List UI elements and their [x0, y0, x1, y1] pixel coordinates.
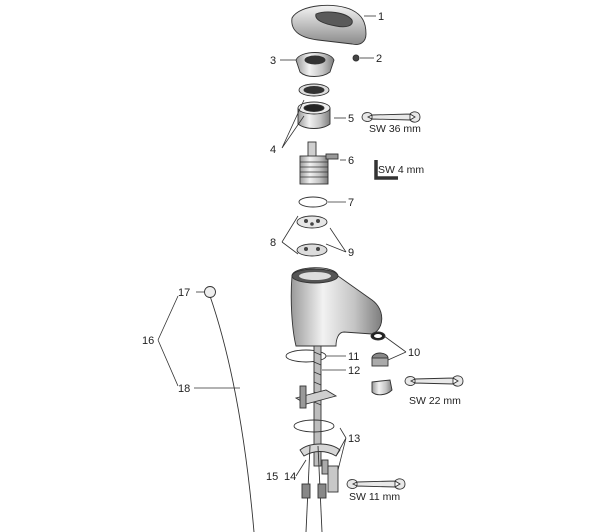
callout-15: 15 — [266, 471, 278, 483]
part-faucet-body — [290, 267, 383, 347]
part-seal-disc-upper — [296, 215, 328, 229]
part-threaded-rod — [313, 345, 322, 467]
part-locking-ring — [298, 83, 330, 97]
part-popup-rod — [204, 286, 255, 532]
part-aerator-insert — [371, 352, 389, 367]
callout-5: 5 — [348, 113, 354, 125]
callout-4: 4 — [270, 144, 276, 156]
wrench-icon — [346, 478, 406, 490]
tool-label-sw4: SW 4 mm — [378, 164, 424, 176]
part-aerator-seal — [370, 331, 386, 341]
callout-12: 12 — [348, 365, 360, 377]
callout-10: 10 — [408, 347, 420, 359]
part-lever-handle — [291, 4, 367, 45]
tool-label-sw11: SW 11 mm — [349, 491, 400, 503]
part-supply-hoses — [301, 445, 327, 532]
callout-6: 6 — [348, 155, 354, 167]
part-seal-disc-lower — [296, 243, 328, 257]
callout-7: 7 — [348, 197, 354, 209]
part-fixing-nut — [327, 465, 339, 493]
part-cap — [295, 52, 335, 77]
callout-2: 2 — [376, 53, 382, 65]
callout-16: 16 — [142, 335, 154, 347]
hex-key-icon — [374, 160, 398, 180]
callout-1: 1 — [378, 11, 384, 23]
callout-8: 8 — [270, 237, 276, 249]
part-clip-ring — [298, 196, 328, 208]
wrench-icon — [404, 375, 464, 387]
leader-lines — [157, 15, 407, 477]
part-threaded-nut — [297, 101, 331, 129]
tool-label-sw22: SW 22 mm — [409, 395, 461, 407]
callout-11: 11 — [348, 351, 359, 363]
callout-13: 13 — [348, 433, 360, 445]
callout-3: 3 — [270, 55, 276, 67]
part-aerator-housing — [371, 379, 393, 396]
callout-14: 14 — [284, 471, 296, 483]
part-small-nut — [352, 54, 360, 62]
callout-18: 18 — [178, 383, 190, 395]
callout-9: 9 — [348, 247, 354, 259]
wrench-icon — [361, 111, 421, 123]
tool-label-sw36: SW 36 mm — [369, 123, 421, 135]
callout-17: 17 — [178, 287, 190, 299]
part-cartridge — [299, 141, 339, 185]
part-rubber-washer — [293, 419, 335, 433]
part-mounting-plate — [294, 385, 338, 409]
